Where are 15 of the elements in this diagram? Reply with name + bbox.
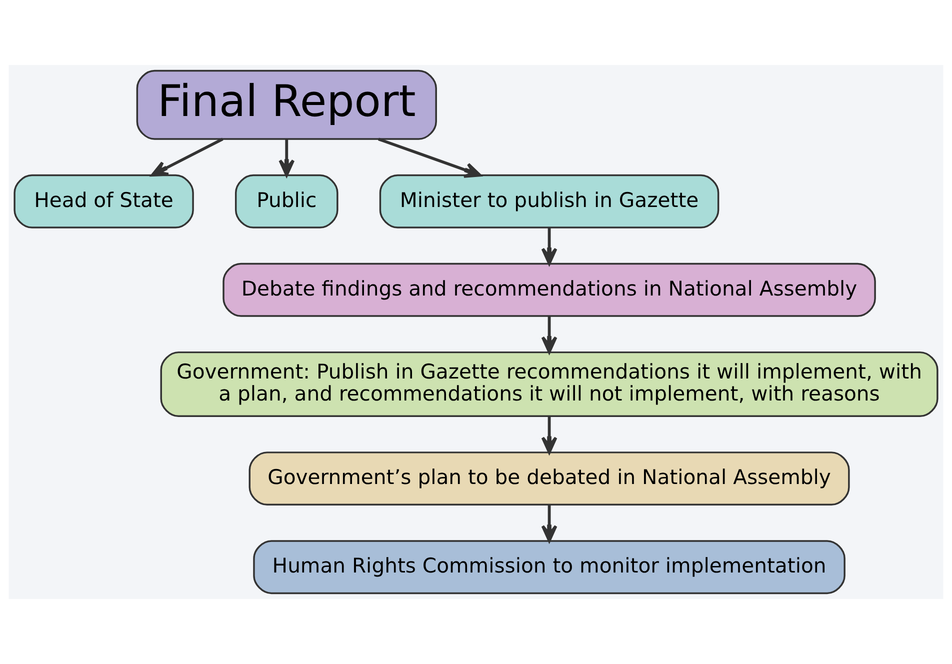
node-box: Government: Publish in Gazette recommendations it will implement, with a plan, and recommendations it will not implement, with reasons — [160, 351, 938, 418]
arrow — [150, 138, 224, 176]
node-box: Minister to publish in Gazette — [379, 174, 720, 228]
node-box: Debate findings and recommendations in National Assembly — [222, 262, 876, 317]
arrow — [541, 504, 558, 542]
arrow — [378, 138, 482, 178]
arrow — [278, 139, 295, 176]
node-box: Head of State — [14, 174, 194, 228]
node-box: Public — [234, 174, 338, 228]
arrow — [541, 416, 558, 454]
arrow — [541, 316, 558, 354]
arrow — [541, 228, 558, 265]
node-box: Government’s plan to be debated in National Assembly — [248, 452, 850, 506]
node-box: Final Report — [136, 70, 437, 140]
node-box: Human Rights Commission to monitor implementation — [253, 540, 846, 594]
